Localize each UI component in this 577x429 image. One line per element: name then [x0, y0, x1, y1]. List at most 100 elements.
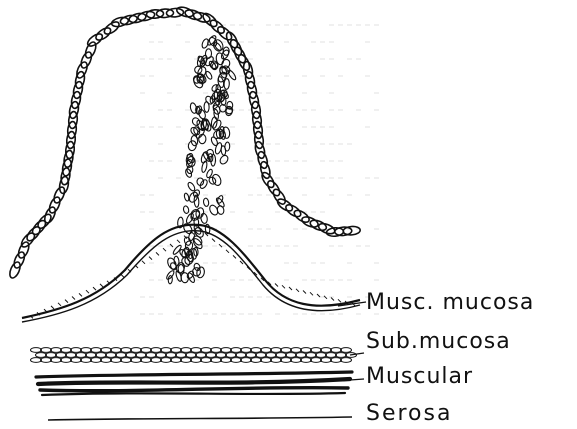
epithelial-coil: [246, 81, 258, 99]
epithelial-coil: [8, 261, 22, 280]
epithelial-coil: [254, 141, 266, 160]
mm-fiber: [156, 252, 159, 255]
submucosa-cell: [86, 353, 97, 358]
muscular-layer: [36, 372, 352, 395]
submucosa-cell: [301, 358, 312, 363]
stroma-cell: [204, 95, 214, 105]
submucosa-cell: [41, 348, 52, 353]
stroma-cell: [191, 116, 201, 126]
submucosa-cell: [291, 348, 302, 353]
label-muscular: Muscular: [366, 366, 473, 388]
submucosa-cell: [76, 353, 87, 358]
submucosa-cell: [141, 358, 152, 363]
submucosa-layer: [31, 348, 357, 363]
submucosa-cell: [256, 353, 267, 358]
submucosa-cell: [101, 348, 112, 353]
submucosa-cell: [201, 358, 212, 363]
submucosa-cell: [151, 348, 162, 353]
submucosa-cell: [326, 353, 337, 358]
submucosa-cell: [126, 353, 137, 358]
mm-fiber: [65, 300, 68, 303]
submucosa-cell: [96, 353, 107, 358]
mm-fiber: [163, 248, 166, 251]
submucosa-cell: [156, 353, 167, 358]
mm-fiber: [282, 285, 285, 288]
epithelial-coil: [70, 91, 82, 109]
submucosa-cell: [51, 358, 62, 363]
submucosa-cell: [276, 353, 287, 358]
submucosa-cell: [61, 348, 72, 353]
stroma-cell: [219, 126, 225, 137]
submucosa-cell: [31, 348, 42, 353]
submucosa-cell: [61, 358, 72, 363]
submucosa-cell: [121, 358, 132, 363]
submucosa-cell: [141, 348, 152, 353]
submucosa-cell: [331, 348, 342, 353]
submucosa-cell: [136, 353, 147, 358]
epithelial-coil: [83, 41, 97, 60]
epithelial-coil: [271, 187, 288, 206]
stroma-cell: [205, 49, 211, 59]
submucosa-cell: [111, 348, 122, 353]
submucosa-cell: [311, 348, 322, 353]
stroma-cell: [201, 38, 209, 49]
submucosa-cell: [221, 358, 232, 363]
submucosa-cell: [301, 348, 312, 353]
submucosa-cell: [281, 358, 292, 363]
submucosa-cell: [251, 348, 262, 353]
submucosa-cell: [271, 358, 282, 363]
serosa-layer: [48, 417, 352, 420]
submucosa-cell: [236, 353, 247, 358]
submucosa-cell: [101, 358, 112, 363]
mm-fiber: [226, 250, 229, 253]
submucosa-cell: [51, 348, 62, 353]
epithelial-coil: [292, 208, 311, 225]
submucosa-cell: [46, 353, 57, 358]
mm-fiber: [72, 297, 75, 300]
stroma-cell: [188, 191, 200, 204]
submucosa-cell: [221, 348, 232, 353]
submucosa-cell: [71, 358, 82, 363]
label-sub-mucosa: Sub.mucosa: [366, 331, 511, 353]
stroma-cell: [184, 193, 190, 202]
submucosa-cell: [296, 353, 307, 358]
submucosa-cell: [131, 348, 142, 353]
submucosa-cell: [176, 353, 187, 358]
submucosa-cell: [291, 358, 302, 363]
submucosa-cell: [201, 348, 212, 353]
mm-fiber: [177, 240, 180, 243]
lamina-propria-cells: [165, 34, 237, 284]
submucosa-cell: [336, 353, 347, 358]
submucosa-cell: [131, 358, 142, 363]
stroma-cell: [224, 79, 230, 90]
epithelial-coil: [208, 18, 226, 36]
mm-fiber: [233, 255, 236, 258]
submucosa-cell: [231, 358, 242, 363]
submucosa-cell: [261, 358, 272, 363]
submucosa-cell: [191, 358, 202, 363]
stroma-cell: [187, 181, 196, 192]
submucosa-cell: [171, 348, 182, 353]
mm-fiber: [317, 294, 320, 297]
mm-fiber: [240, 261, 243, 264]
submucosa-cell: [186, 353, 197, 358]
mm-fiber: [331, 298, 334, 301]
faint-background-text: [140, 25, 379, 314]
stroma-cell: [221, 146, 226, 156]
mm-fiber: [310, 292, 313, 295]
stroma-cell: [204, 102, 209, 113]
submucosa-cell: [311, 358, 322, 363]
mm-fiber: [86, 290, 89, 293]
epithelial-coil: [166, 8, 184, 18]
submucosa-cell: [321, 348, 332, 353]
submucosa-cell: [316, 353, 327, 358]
stroma-cell: [203, 198, 209, 207]
submucosa-cell: [36, 353, 47, 358]
submucosa-cell: [251, 358, 262, 363]
submucosa-cell: [31, 358, 42, 363]
submucosa-cell: [341, 348, 352, 353]
submucosa-cell: [81, 358, 92, 363]
mm-fiber: [79, 293, 82, 296]
epithelial-coil: [244, 71, 256, 89]
